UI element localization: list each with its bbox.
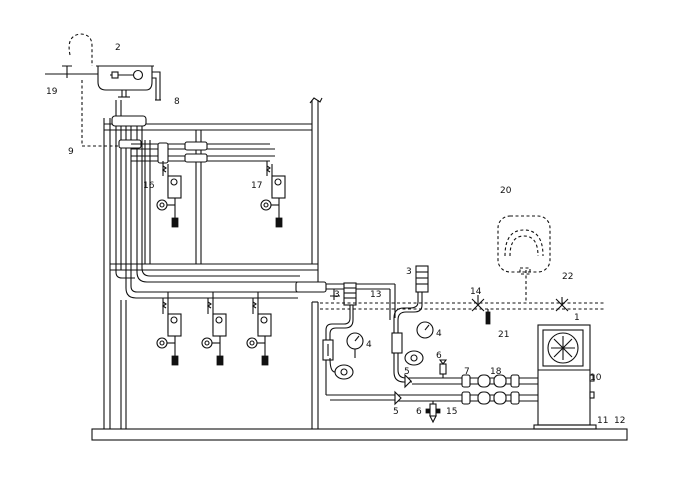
heater-unit-17 (260, 161, 286, 228)
check-valve-right (391, 332, 403, 354)
label-6b: 6 (416, 407, 422, 417)
gas-line (320, 270, 604, 325)
return-loop-left (322, 282, 400, 401)
heater-unit-16 (156, 161, 182, 228)
safety-valve-6a (439, 363, 447, 375)
label-2: 2 (115, 43, 121, 53)
ground-slab (91, 428, 628, 441)
label-15: 15 (446, 407, 457, 417)
pump-right (404, 350, 424, 366)
filter-3a (343, 282, 357, 306)
label-6a: 6 (436, 351, 442, 361)
label-7: 7 (464, 367, 470, 377)
heater-unit-lower-b (201, 292, 227, 366)
filter-3b (415, 265, 429, 293)
label-4b: 4 (436, 329, 442, 339)
label-16: 16 (143, 181, 155, 191)
label-9: 9 (68, 147, 74, 157)
boiler-header (394, 359, 538, 424)
label-19: 19 (46, 87, 58, 97)
label-3b: 3 (406, 267, 412, 277)
heater-unit-lower-a (156, 292, 182, 366)
main-distribution-lines (295, 281, 396, 320)
label-5b: 5 (393, 407, 399, 417)
heater-unit-lower-c (246, 292, 272, 366)
riser-pipes (111, 100, 300, 299)
pump-left (334, 364, 354, 380)
label-8: 8 (174, 97, 180, 107)
supply-loop-right (391, 265, 434, 383)
label-10: 10 (590, 373, 602, 383)
label-14: 14 (470, 287, 482, 297)
gas-appliance-20 (497, 215, 551, 275)
callout-labels: 2 19 8 9 16 17 20 22 3 3 13 14 21 1 4 4 … (46, 43, 625, 426)
label-12: 12 (614, 416, 625, 426)
expansion-tank (45, 33, 161, 101)
label-13: 13 (370, 290, 381, 300)
label-22: 22 (562, 272, 573, 282)
upper-floor-header (131, 141, 275, 164)
label-21: 21 (498, 330, 509, 340)
gas-meter-21 (485, 311, 491, 325)
safety-valve-6b (429, 403, 437, 417)
label-20: 20 (500, 186, 512, 196)
overflow-dashed-line (81, 80, 122, 147)
boiler-unit (533, 324, 597, 430)
label-3a: 3 (334, 290, 340, 300)
label-18: 18 (490, 367, 502, 377)
label-1: 1 (574, 313, 580, 323)
label-17: 17 (251, 181, 262, 191)
label-4a: 4 (366, 340, 372, 350)
label-5a: 5 (404, 367, 410, 377)
label-11: 11 (597, 416, 608, 426)
